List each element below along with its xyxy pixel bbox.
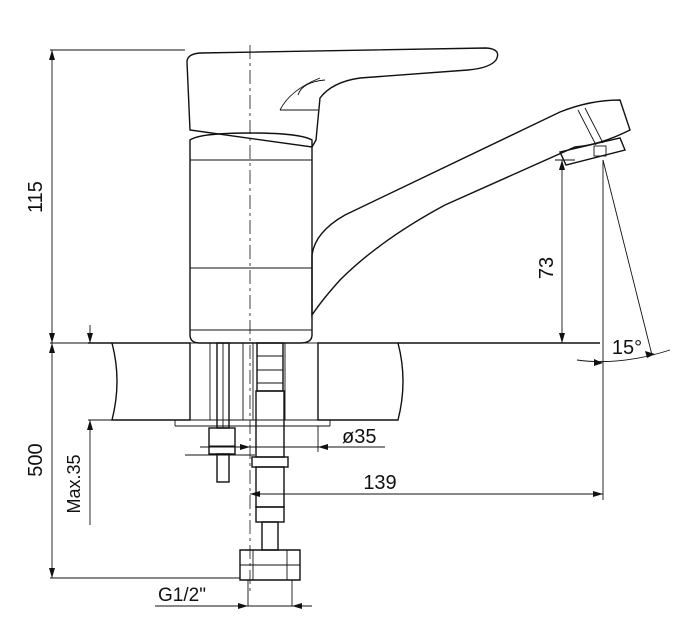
countertop-section xyxy=(88,342,600,427)
dimension-max35: Max.35 xyxy=(64,325,93,525)
angle-15-label: 15° xyxy=(612,337,642,359)
angle-15: 15° xyxy=(576,159,671,500)
dimension-139-label: 139 xyxy=(363,472,396,494)
dimension-thread: G1/2" xyxy=(155,585,312,609)
dimension-115-label: 115 xyxy=(25,181,47,213)
dimension-73-label: 73 xyxy=(536,257,558,279)
dimension-500: 500 xyxy=(25,343,240,579)
faucet-spout xyxy=(311,99,631,318)
faucet-handle xyxy=(186,47,499,148)
dimension-73: 73 xyxy=(536,159,575,343)
faucet-body xyxy=(189,132,313,344)
flexible-hose xyxy=(239,342,301,606)
dimension-diameter35-label: ø35 xyxy=(342,426,376,448)
dimension-115: 115 xyxy=(25,49,185,344)
dimension-139: 139 xyxy=(250,472,603,497)
dimension-thread-label: G1/2" xyxy=(158,585,206,606)
dimension-500-label: 500 xyxy=(25,443,47,476)
dimension-max35-label: Max.35 xyxy=(64,454,84,513)
mounting-stud xyxy=(185,342,255,483)
dimension-diameter35: ø35 xyxy=(200,426,385,452)
